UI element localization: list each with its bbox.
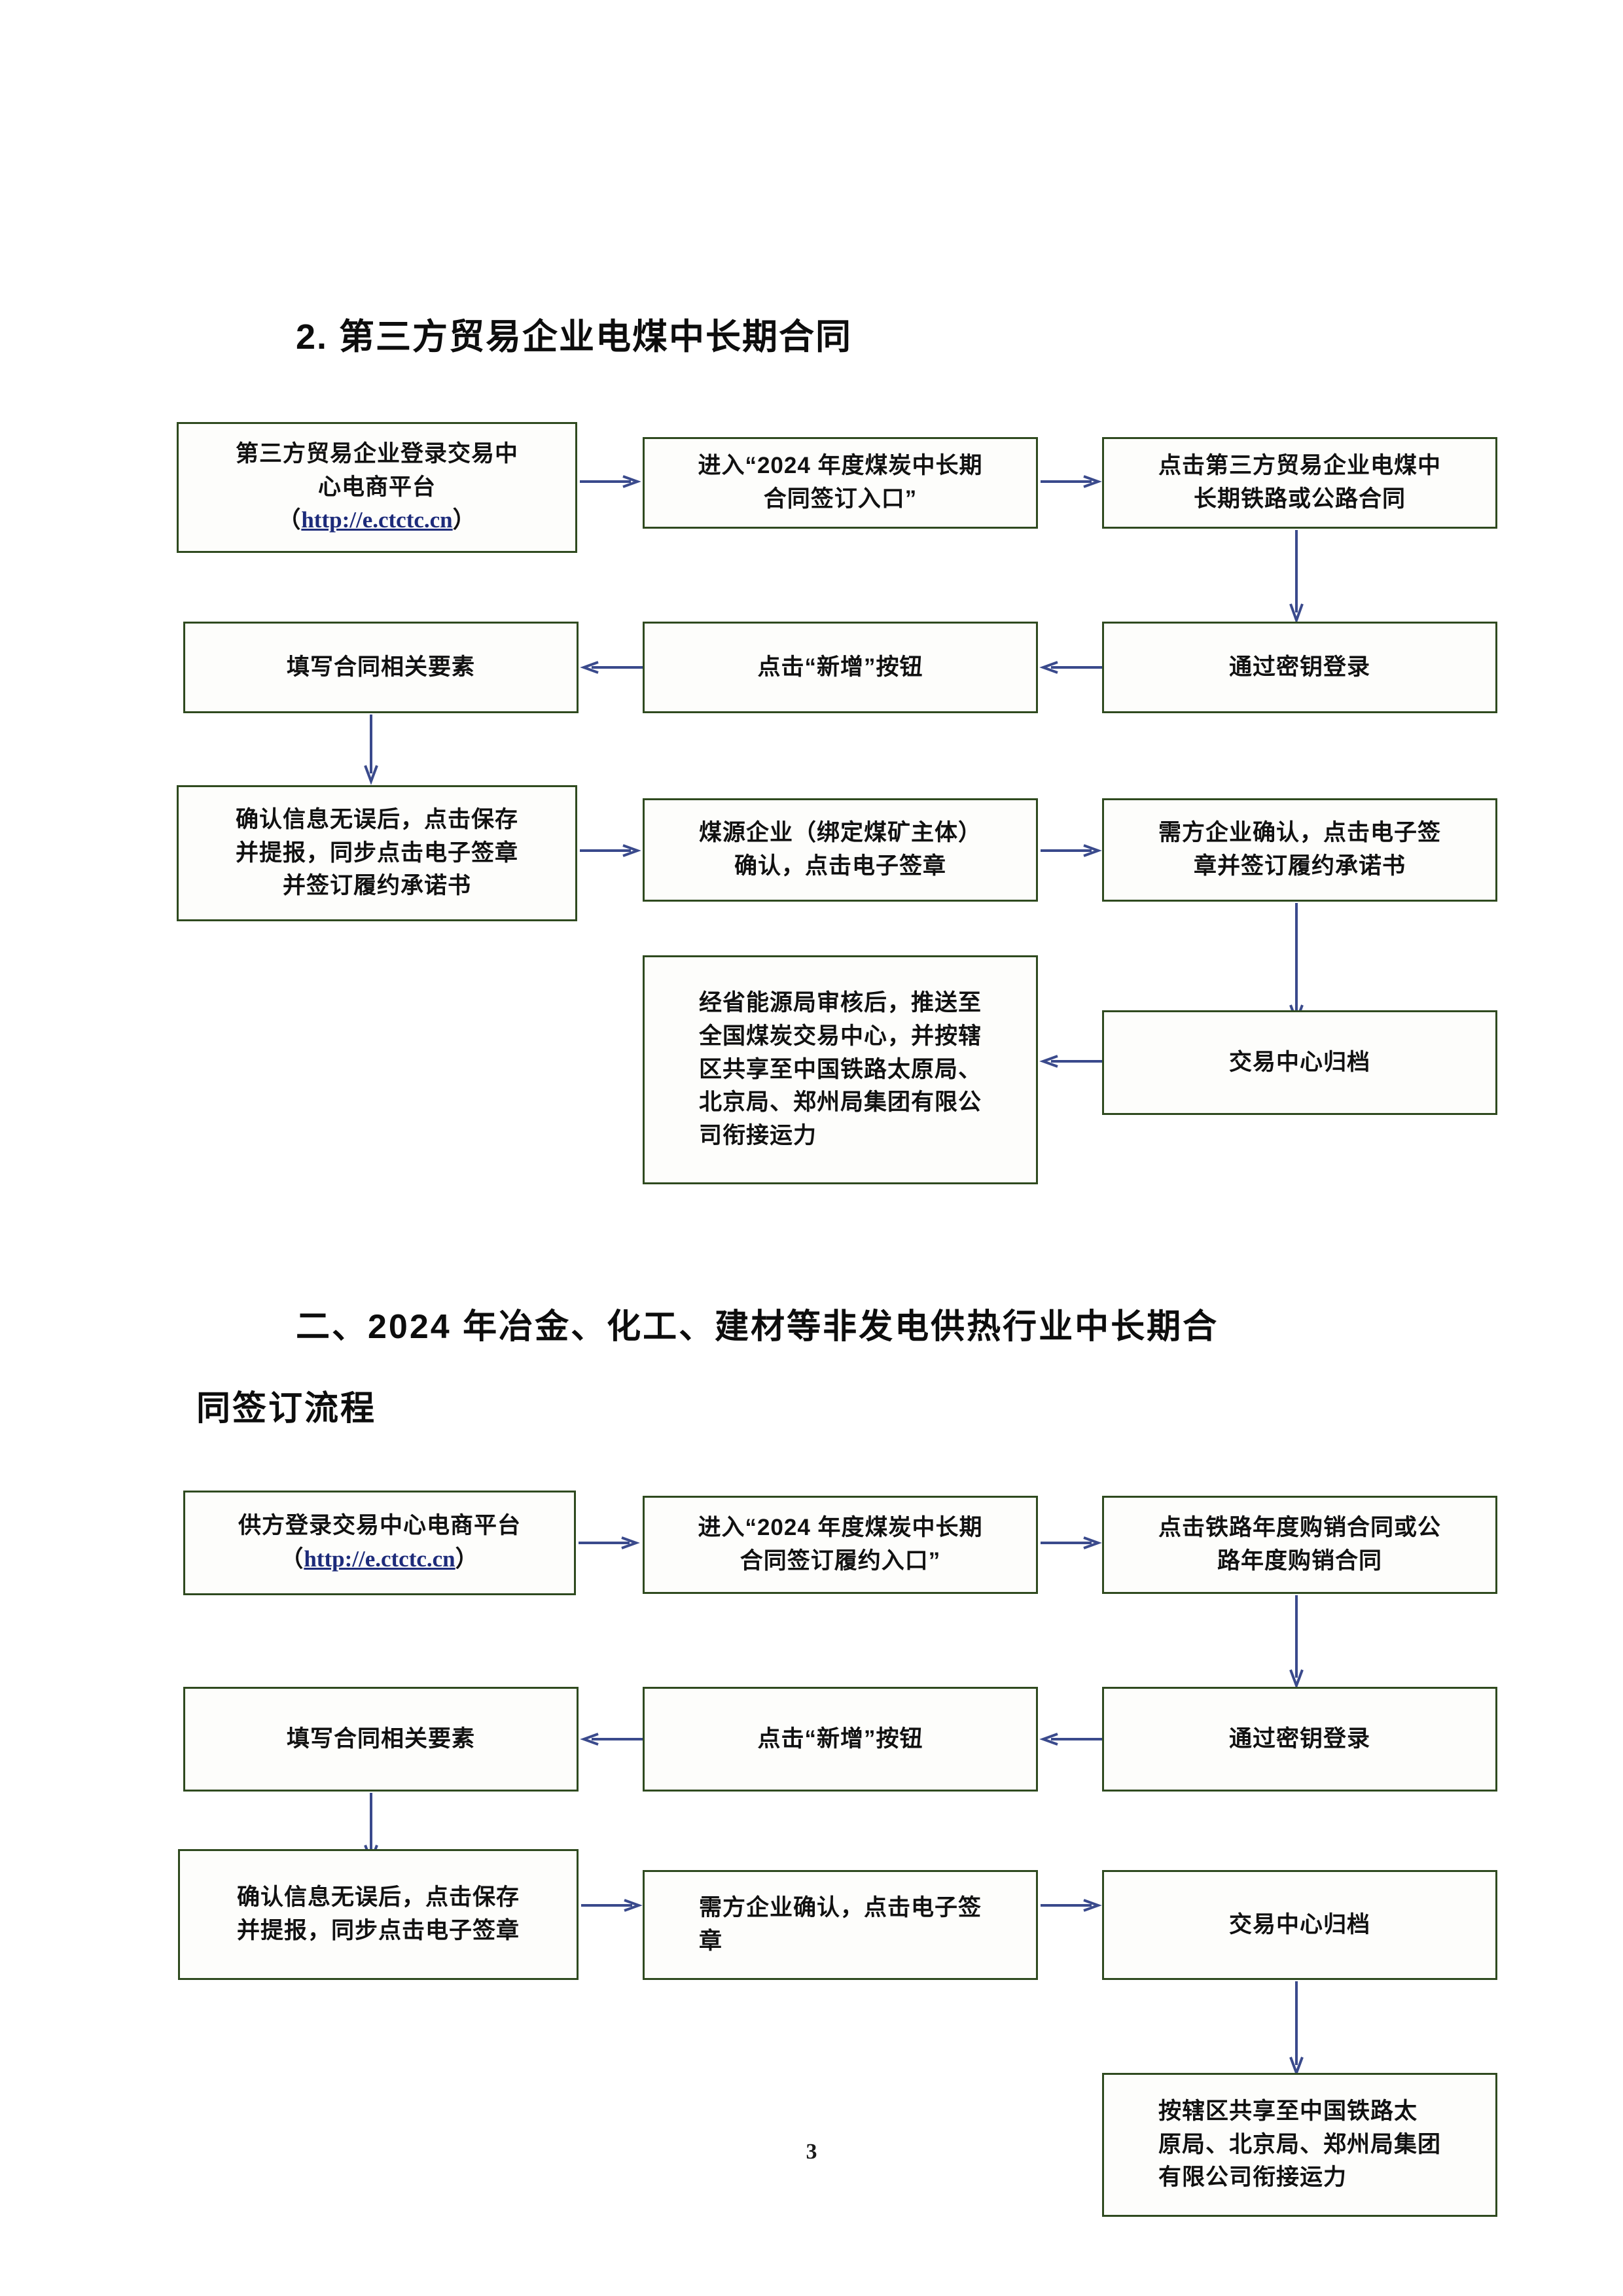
section-heading-two-line1: 二、2024 年冶金、化工、建材等非发电供热行业中长期合 [296,1308,1219,1346]
edge-n10-n11 [1038,1055,1103,1068]
link-ctctc-2[interactable]: http://e.ctctc.cn [304,1546,455,1572]
section-heading-two-line2: 同签订流程 [196,1390,377,1428]
edge-m8-m9 [1039,1899,1102,1912]
edge-n5-n6 [579,661,644,674]
edge-m4-m5 [1038,1733,1103,1746]
flow-node-n10: 交易中心归档 [1102,1010,1497,1115]
flow-node-m8-label: 需方企业确认，点击电子签 章 [698,1895,982,1954]
flow-node-m10-label: 按辖区共享至中国铁路太 原局、北京局、郑州局集团 有限公司衔接运力 [1158,2098,1441,2191]
flow-node-m7-label: 确认信息无误后，点击保存 并提报，同步点击电子签章 [236,1884,520,1943]
flow-node-m7: 确认信息无误后，点击保存 并提报，同步点击电子签章 [178,1849,579,1980]
flow-node-m5: 点击“新增”按钮 [643,1687,1038,1792]
flow-node-n9: 需方企业确认，点击电子签 章并签订履约承诺书 [1102,798,1497,902]
flow-node-n2-label: 进入“2024 年度煤炭中长期 合同签订入口” [698,453,983,512]
flow-node-n3-label: 点击第三方贸易企业电煤中 长期铁路或公路合同 [1158,453,1441,512]
edge-m5-m6 [579,1733,644,1746]
flow-node-n3: 点击第三方贸易企业电煤中 长期铁路或公路合同 [1102,437,1497,529]
flow-node-m6-label: 填写合同相关要素 [286,1725,475,1752]
flow-node-n8-label: 煤源企业（绑定煤矿主体） 确认，点击电子签章 [698,820,982,879]
flow-node-n6-label: 填写合同相关要素 [286,654,475,680]
flow-node-m8: 需方企业确认，点击电子签 章 [643,1870,1038,1980]
flow-node-m5-label: 点击“新增”按钮 [757,1725,923,1752]
edge-m3-m4 [1287,1594,1306,1689]
link-ctctc-1[interactable]: http://e.ctctc.cn [301,507,453,533]
edge-n7-n8 [579,844,641,857]
flow-node-n2: 进入“2024 年度煤炭中长期 合同签订入口” [643,437,1038,529]
flow-node-n4-label: 通过密钥登录 [1228,654,1370,680]
flow-node-m3-label: 点击铁路年度购销合同或公 路年度购销合同 [1158,1515,1441,1574]
flow-node-m2-label: 进入“2024 年度煤炭中长期 合同签订履约入口” [698,1515,983,1574]
flow-node-n6: 填写合同相关要素 [183,622,579,713]
flow-node-m3: 点击铁路年度购销合同或公 路年度购销合同 [1102,1496,1497,1594]
edge-n4-n5 [1038,661,1103,674]
edge-n9-n10 [1287,902,1306,1025]
flow-node-m1: 供方登录交易中心电商平台（http://e.ctctc.cn） [183,1491,576,1595]
flow-node-n7-label: 确认信息无误后，点击保存 并提报，同步点击电子签章 并签订履约承诺书 [235,806,518,899]
flow-node-n4: 通过密钥登录 [1102,622,1497,713]
flow-node-n1-label: 第三方贸易企业登录交易中心电商平台（http://e.ctctc.cn） [235,440,518,533]
edge-m7-m8 [580,1899,643,1912]
flow-node-n10-label: 交易中心归档 [1228,1049,1370,1075]
edge-m9-m10 [1287,1980,1306,2077]
flow-node-m6: 填写合同相关要素 [183,1687,579,1792]
edge-m2-m3 [1039,1536,1102,1549]
flow-node-n11: 经省能源局审核后，推送至 全国煤炭交易中心，并按辖 区共享至中国铁路太原局、 北… [643,955,1038,1184]
flow-node-n8: 煤源企业（绑定煤矿主体） 确认，点击电子签章 [643,798,1038,902]
flow-node-m2: 进入“2024 年度煤炭中长期 合同签订履约入口” [643,1496,1038,1594]
flow-node-n1: 第三方贸易企业登录交易中心电商平台（http://e.ctctc.cn） [177,422,577,553]
flow-node-n5: 点击“新增”按钮 [643,622,1038,713]
flow-node-m4-label: 通过密钥登录 [1228,1725,1370,1752]
flow-node-m4: 通过密钥登录 [1102,1687,1497,1792]
edge-n2-n3 [1039,475,1102,488]
edge-m1-m2 [577,1536,640,1549]
flow-node-n7: 确认信息无误后，点击保存 并提报，同步点击电子签章 并签订履约承诺书 [177,785,577,921]
page-number: 3 [806,2140,817,2164]
flow-node-n9-label: 需方企业确认，点击电子签 章并签订履约承诺书 [1158,820,1441,879]
flow-node-n11-label: 经省能源局审核后，推送至 全国煤炭交易中心，并按辖 区共享至中国铁路太原局、 北… [698,990,982,1149]
flow-node-m1-label: 供方登录交易中心电商平台（http://e.ctctc.cn） [238,1513,521,1572]
flow-node-m9-label: 交易中心归档 [1228,1911,1370,1937]
edge-n6-n7 [361,713,381,785]
flow-node-m10: 按辖区共享至中国铁路太 原局、北京局、郑州局集团 有限公司衔接运力 [1102,2073,1497,2217]
section-heading-2: 2. 第三方贸易企业电煤中长期合同 [296,317,853,357]
edge-n1-n2 [579,475,641,488]
flow-node-n5-label: 点击“新增”按钮 [757,654,923,680]
edge-n8-n9 [1039,844,1102,857]
flow-node-m9: 交易中心归档 [1102,1870,1497,1980]
edge-n3-n4 [1287,529,1306,624]
